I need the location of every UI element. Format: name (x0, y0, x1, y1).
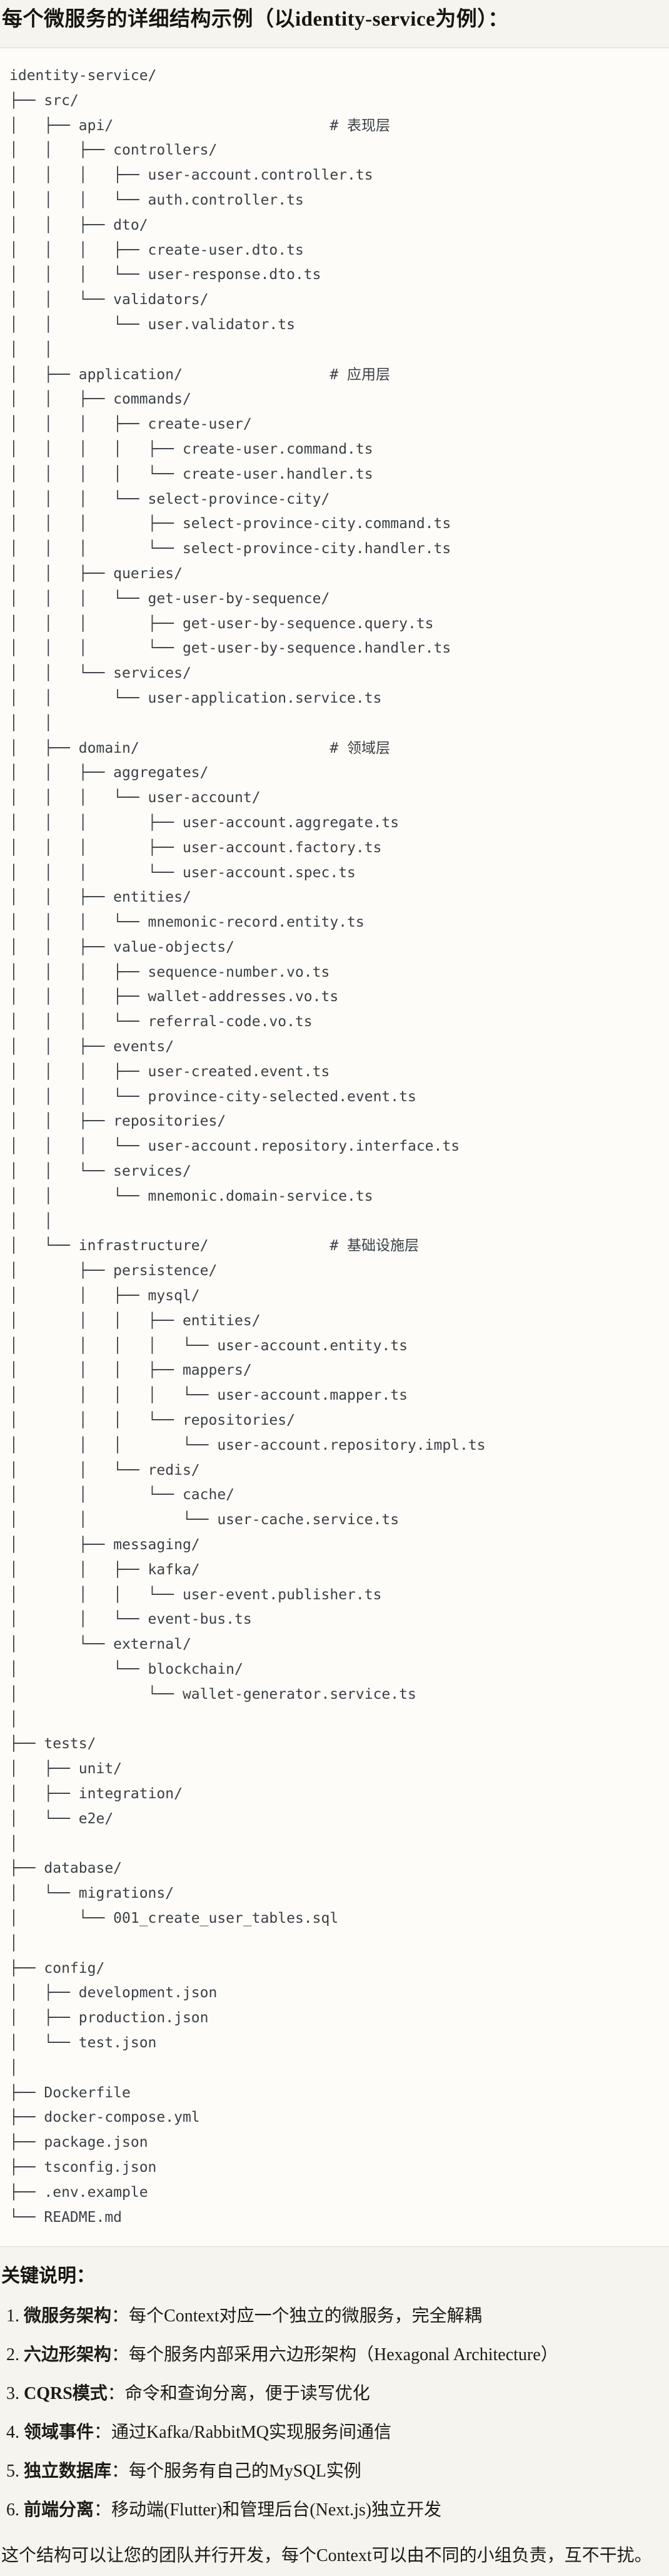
note-desc: ：每个服务内部采用六边形架构（Hexagonal Architecture） (111, 2345, 558, 2365)
note-item-1: 1.微服务架构：每个Context对应一个独立的微服务，完全解耦 (6, 2304, 665, 2328)
note-number: 4. (6, 2423, 19, 2443)
note-term: 前端分离 (24, 2500, 94, 2520)
notes-list: 1.微服务架构：每个Context对应一个独立的微服务，完全解耦 2.六边形架构… (1, 2304, 665, 2522)
note-term: 独立数据库 (24, 2461, 112, 2482)
note-desc: ：每个服务有自己的MySQL实例 (111, 2461, 361, 2482)
note-number: 6. (6, 2500, 19, 2520)
note-item-4: 4.领域事件：通过Kafka/RabbitMQ实现服务间通信 (6, 2421, 665, 2445)
note-item-3: 3.CQRS模式：命令和查询分离，便于读写优化 (6, 2382, 665, 2406)
note-number: 1. (6, 2306, 19, 2326)
note-term: CQRS模式 (24, 2384, 108, 2404)
note-term: 六边形架构 (24, 2345, 112, 2365)
note-desc: ：移动端(Flutter)和管理后台(Next.js)独立开发 (94, 2500, 442, 2520)
note-desc: ：命令和查询分离，便于读写优化 (107, 2384, 370, 2404)
closing-paragraph: 这个结构可以让您的团队并行开发，每个Context可以由不同的小组负责，互不干扰… (1, 2546, 652, 2566)
note-desc: ：每个Context对应一个独立的微服务，完全解耦 (111, 2306, 482, 2326)
note-term: 微服务架构 (24, 2306, 112, 2326)
note-item-2: 2.六边形架构：每个服务内部采用六边形架构（Hexagonal Architec… (6, 2343, 665, 2367)
note-desc: ：通过Kafka/RabbitMQ实现服务间通信 (94, 2423, 391, 2443)
note-number: 3. (6, 2384, 19, 2404)
notes-section: 关键说明： 1.微服务架构：每个Context对应一个独立的微服务，完全解耦 2… (0, 2264, 669, 2568)
notes-heading: 关键说明： (1, 2266, 95, 2287)
note-number: 5. (6, 2461, 19, 2482)
note-number: 2. (6, 2345, 19, 2365)
note-item-6: 6.前端分离：移动端(Flutter)和管理后台(Next.js)独立开发 (6, 2498, 665, 2522)
note-item-5: 5.独立数据库：每个服务有自己的MySQL实例 (6, 2460, 665, 2483)
code-block: identity-service/ ├── src/ │ ├── api/ # … (0, 48, 669, 2248)
directory-tree: identity-service/ ├── src/ │ ├── api/ # … (9, 68, 486, 2226)
page-title: 每个微服务的详细结构示例（以identity-service为例）： (2, 8, 509, 31)
note-term: 领域事件 (24, 2423, 94, 2443)
